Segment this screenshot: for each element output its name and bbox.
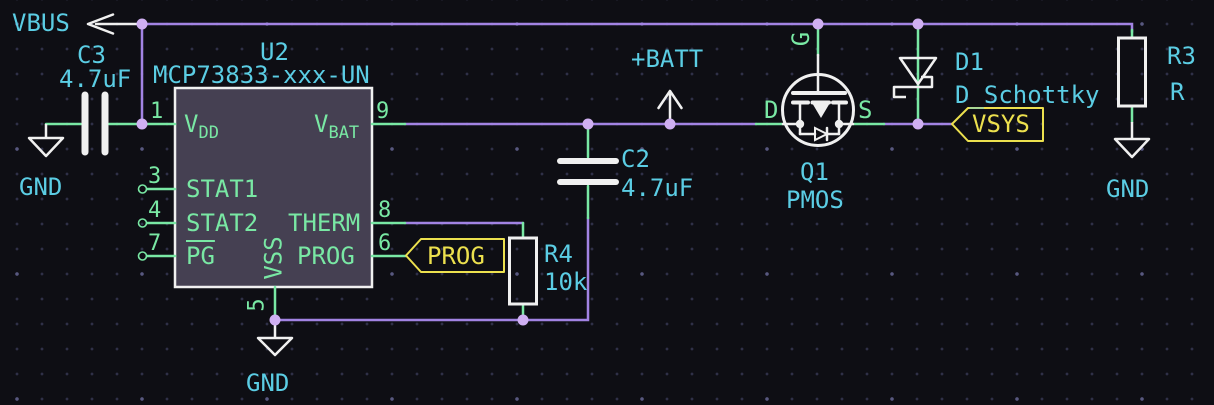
gnd-triangle-icon (256, 336, 294, 357)
q1-value[interactable]: PMOS (786, 186, 844, 214)
junction-dot (812, 18, 824, 30)
gnd-symbol-r3[interactable] (1113, 122, 1151, 159)
r4-ref[interactable]: R4 (544, 240, 573, 268)
d1-value[interactable]: D_Schottky (955, 81, 1100, 109)
gnd-label-r3[interactable]: GND (1106, 175, 1150, 203)
diode-triangle (898, 56, 938, 86)
pin-name-stat1: STAT1 (186, 175, 259, 203)
q1-ref[interactable]: Q1 (800, 158, 829, 186)
c3-ref[interactable]: C3 (77, 41, 106, 69)
q1-s-dot (834, 119, 844, 129)
pin-name-prog: PROG (297, 242, 355, 270)
pin-number-9: 9 (376, 99, 390, 124)
pin-name-vbat: VBAT (314, 110, 360, 143)
pin-number-1: 1 (150, 99, 164, 124)
pin-number-8: 8 (378, 198, 392, 223)
u2-ref[interactable]: U2 (260, 38, 289, 66)
c3-value[interactable]: 4.7uF (59, 65, 132, 93)
q1-pin-label-d: D (764, 96, 779, 124)
gnd-triangle-icon (1113, 137, 1151, 159)
junction-dots[interactable] (136, 18, 924, 326)
pin-number-4: 4 (148, 198, 162, 223)
gnd-symbol-vss[interactable] (256, 325, 294, 357)
q1-body-diode-triangle (814, 126, 830, 142)
d1-ref[interactable]: D1 (955, 48, 984, 76)
junction-dot (136, 118, 148, 130)
global-label-vsys-outline[interactable] (951, 107, 1044, 142)
pin-name-therm: THERM (288, 209, 361, 237)
c2-value[interactable]: 4.7uF (621, 174, 694, 202)
gnd-symbol-c3[interactable] (27, 124, 65, 158)
gnd-triangle-icon (27, 136, 65, 158)
c2-ref[interactable]: C2 (621, 145, 650, 173)
resistor-r3[interactable] (1117, 36, 1147, 108)
q1-pin-label-s: S (858, 96, 873, 124)
pmos-q1[interactable] (781, 53, 855, 147)
junction-dot (269, 314, 281, 326)
ic-u2-body[interactable] (173, 86, 374, 289)
junction-dot (582, 118, 594, 130)
net-label-vbus[interactable]: VBUS (12, 9, 70, 37)
junction-dot (664, 118, 676, 130)
global-label-prog-outline[interactable] (405, 238, 505, 273)
junction-dot (912, 118, 924, 130)
q1-d-dot (795, 119, 805, 129)
junction-dot (517, 314, 529, 326)
q1-arrow (813, 104, 829, 118)
capacitor-c2[interactable] (557, 158, 619, 185)
pin-number-7: 7 (148, 231, 162, 256)
junction-dot (912, 18, 924, 30)
global-label-vsys-text[interactable]: VSYS (972, 110, 1030, 138)
pin-number-5: 5 (244, 298, 270, 312)
junction-dot (136, 18, 148, 30)
pin-name-pg: PG (186, 242, 215, 270)
r3-ref[interactable]: R3 (1167, 42, 1196, 70)
r3-value[interactable]: R (1170, 78, 1185, 106)
global-label-prog-text[interactable]: PROG (427, 242, 485, 270)
pin-number-6: 6 (378, 231, 392, 256)
u2-value[interactable]: MCP73833-xxx-UN (153, 61, 370, 89)
pin4-open-end (137, 218, 148, 228)
pin-number-3: 3 (148, 164, 162, 189)
pin3-open-end (137, 184, 148, 194)
gnd-label-vss[interactable]: GND (246, 369, 290, 397)
wire-vbus-top-rail[interactable] (140, 22, 1134, 34)
pin7-open-end (137, 251, 148, 261)
pin-name-vdd: VDD (184, 110, 219, 143)
diode-d1[interactable] (892, 56, 938, 99)
pin-name-vss: VSS (259, 236, 288, 280)
net-label-batt[interactable]: +BATT (631, 45, 704, 73)
capacitor-c3[interactable] (81, 91, 109, 156)
gnd-label-c3[interactable]: GND (19, 173, 63, 201)
r4-value[interactable]: 10k (544, 268, 588, 296)
wire-gnd-bottom[interactable] (273, 216, 590, 322)
schottky-bar-icon (892, 75, 934, 99)
vbus-power-arrow-icon[interactable] (86, 13, 144, 35)
pin-name-stat2: STAT2 (186, 209, 259, 237)
q1-pin-label-g: G (787, 31, 816, 47)
resistor-r4[interactable] (508, 236, 538, 306)
